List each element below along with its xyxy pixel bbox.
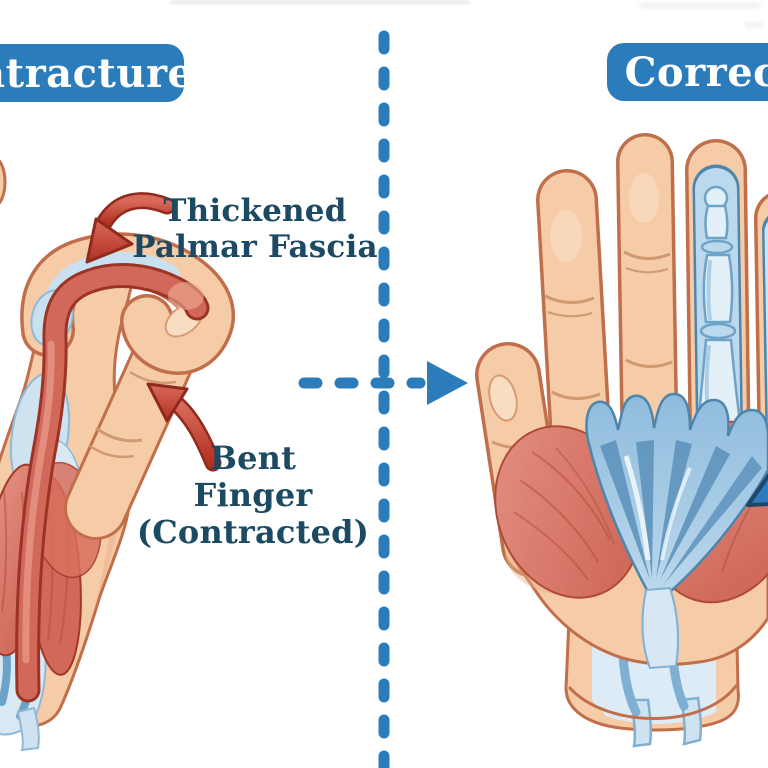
- top-edge-artifact: [745, 22, 763, 28]
- background-finger-sliver: [0, 159, 7, 205]
- label-line: Palmar Fascia: [132, 228, 378, 265]
- top-edge-artifact: [170, 0, 470, 4]
- label-line: Bent: [209, 439, 297, 477]
- wrist-tendon-descender: [16, 706, 40, 752]
- corrected-hand-illustration: [475, 133, 768, 748]
- palmar-fascia-fan: [585, 392, 768, 670]
- bent-finger-label: Bent Finger (Contracted): [128, 439, 378, 552]
- index-finger: [64, 316, 200, 540]
- right-panel-badge-label: Corrected: [624, 48, 768, 96]
- wrist-cuff-edge: [568, 684, 738, 720]
- top-edge-artifact: [640, 2, 760, 9]
- transition-arrow-icon: [298, 361, 468, 405]
- contracture-hand-illustration: [0, 159, 235, 752]
- red-arrow-to-palmar-fascia-icon: [85, 192, 176, 264]
- thickened-palmar-cord: [15, 263, 210, 703]
- label-line: Finger: [193, 476, 313, 515]
- label-line: (Contracted): [136, 513, 370, 552]
- left-panel-badge-label: Contracture: [0, 49, 194, 97]
- blue-arrow-into-palm-icon: [746, 472, 768, 507]
- index-finger: [536, 169, 613, 496]
- red-arrow-to-bent-finger-icon: [146, 382, 222, 472]
- left-panel-badge: Contracture: [0, 44, 193, 102]
- thickened-palmar-fascia-label: Thickened Palmar Fascia: [105, 193, 405, 266]
- label-line: Thickened: [163, 193, 347, 229]
- right-panel-badge: Corrected: [607, 43, 768, 101]
- thumbnail: [488, 374, 518, 422]
